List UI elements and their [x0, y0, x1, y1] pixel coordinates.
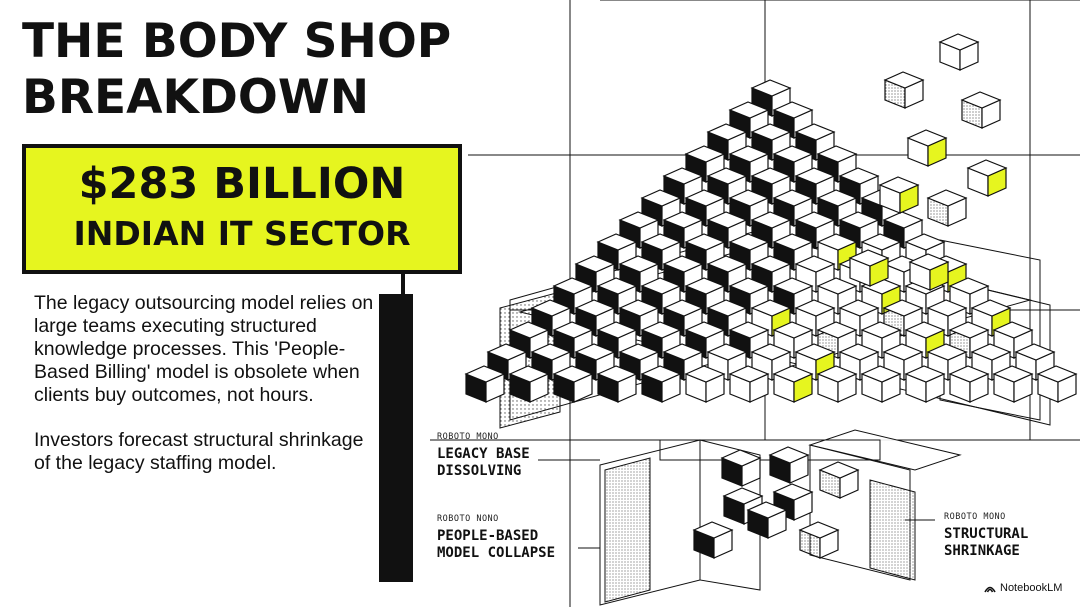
callout-tag: ROBOTO MONO: [437, 432, 499, 442]
notebooklm-branding: NotebookLM: [984, 582, 1062, 594]
body-paragraph-1: The legacy outsourcing model relies on l…: [34, 292, 374, 406]
bar-connector: [390, 274, 416, 296]
callout-title: LEGACY BASE DISSOLVING: [437, 446, 530, 480]
body-paragraph-2: Investors forecast structural shrinkage …: [34, 429, 364, 474]
callout-title: PEOPLE-BASED MODEL COLLAPSE: [437, 528, 555, 562]
vertical-black-bar: [379, 294, 413, 582]
callout-line-2: DISSOLVING: [437, 463, 522, 479]
callout-line-2: SHRINKAGE: [944, 543, 1020, 559]
body-text: The legacy outsourcing model relies on l…: [34, 292, 374, 497]
callout-line-1: STRUCTURAL: [944, 526, 1029, 542]
notebooklm-icon: [984, 586, 996, 592]
title-line-1: THE BODY SHOP: [22, 14, 452, 69]
title-line-2: BREAKDOWN: [22, 70, 370, 125]
page-title: THE BODY SHOP BREAKDOWN: [22, 14, 451, 126]
branding-label: NotebookLM: [1000, 582, 1063, 594]
callout-people-based: ROBOTO NONO PEOPLE-BASED MODEL COLLAPSE: [437, 514, 555, 562]
callout-line-2: MODEL COLLAPSE: [437, 545, 556, 561]
callout-title: STRUCTURAL SHRINKAGE: [944, 526, 1028, 560]
callout-structural-shrinkage: ROBOTO MONO STRUCTURAL SHRINKAGE: [944, 512, 1028, 560]
callout-line-1: LEGACY BASE: [437, 446, 530, 462]
callout-tag: ROBOTO NONO: [437, 514, 499, 524]
callout-leader-lines: [538, 459, 935, 549]
highlight-amount: $283 BILLION: [78, 159, 406, 209]
cube-pyramid: [464, 33, 1078, 559]
highlight-subtitle: INDIAN IT SECTOR: [73, 214, 411, 253]
highlight-box: $283 BILLION INDIAN IT SECTOR: [22, 144, 462, 274]
callout-tag: ROBOTO MONO: [944, 512, 1006, 522]
callout-line-1: PEOPLE-BASED: [437, 528, 539, 544]
callout-legacy-base: ROBOTO MONO LEGACY BASE DISSOLVING: [437, 432, 530, 480]
